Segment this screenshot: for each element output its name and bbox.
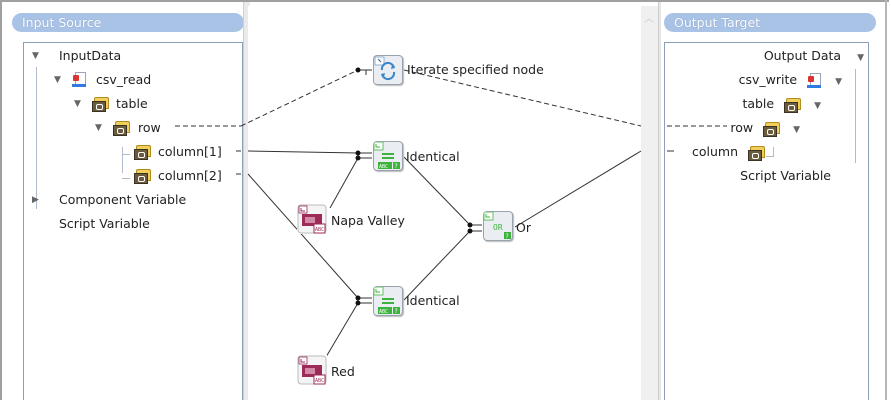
output-target-panel: Output Target Output Data ▼ csv_write ▼ … <box>660 2 887 400</box>
tree-node-label: table <box>116 96 148 111</box>
expand-triangle-icon[interactable]: ▼ <box>95 123 102 133</box>
expand-triangle-icon[interactable]: ▼ <box>835 77 842 87</box>
expand-triangle-icon[interactable]: ▼ <box>793 125 800 135</box>
node-identical-1-label: Identical <box>406 149 460 164</box>
expand-triangle-icon[interactable]: ▼ <box>74 99 81 109</box>
svg-text:ABC: ABC <box>379 164 388 170</box>
tree-node-label: column[2] <box>158 168 222 183</box>
node-identical-2-label: Identical <box>406 293 460 308</box>
tree-guide <box>855 69 856 163</box>
tree-node-label: Script Variable <box>740 168 831 183</box>
tree-guide <box>122 154 130 155</box>
node-red[interactable]: ABC <box>297 355 327 385</box>
expand-triangle-icon[interactable]: ▼ <box>54 75 61 85</box>
window-edge <box>885 0 887 400</box>
node-or[interactable]: OR ? <box>483 211 513 241</box>
right-splitter[interactable] <box>658 2 661 400</box>
csv-file-icon <box>72 72 86 88</box>
canvas-vertical-scrollbar[interactable] <box>641 6 658 400</box>
row-folder-icon <box>113 121 130 136</box>
column-folder-icon <box>748 145 765 161</box>
tree-node-label: Component Variable <box>59 192 187 207</box>
node-napa-valley-label: Napa Valley <box>331 213 405 228</box>
column-folder-icon <box>134 169 151 184</box>
input-source-header: Input Source <box>12 13 244 32</box>
tree-guide <box>122 178 130 179</box>
input-source-panel: Input Source ▼ InputData ▼ csv_read ▼ ta… <box>2 2 246 400</box>
svg-text:?: ? <box>395 308 398 315</box>
constant-string-icon: ABC <box>297 204 327 234</box>
tree-node-label: row <box>138 120 161 135</box>
identical-icon: ABC ? <box>373 141 400 170</box>
svg-text:ABC: ABC <box>315 227 324 233</box>
constant-string-icon: ABC <box>297 355 327 385</box>
svg-text:ABC: ABC <box>315 378 324 384</box>
svg-text:?: ? <box>506 233 509 240</box>
svg-text:ABC: ABC <box>379 309 388 315</box>
tree-node-label: Output Data <box>763 48 842 63</box>
tree-node-label: table <box>742 96 775 111</box>
node-identical-2[interactable]: ABC ? <box>373 286 403 316</box>
tree-node-csv-write[interactable]: csv_write ▼ <box>739 72 842 88</box>
output-tree: Output Data ▼ csv_write ▼ table ▼ row ▼ … <box>664 42 869 400</box>
tree-node-label: csv_read <box>96 72 152 87</box>
node-or-label: Or <box>516 220 531 235</box>
tree-node-output-data[interactable]: Output Data ▼ <box>764 48 864 64</box>
tree-node-script-variable[interactable]: Script Variable <box>740 168 831 184</box>
csv-file-icon <box>807 72 822 89</box>
expand-triangle-icon[interactable]: ▼ <box>814 101 821 111</box>
output-target-header: Output Target <box>664 13 876 32</box>
iterate-icon <box>374 56 396 81</box>
tree-guide <box>122 147 123 173</box>
node-iterate[interactable] <box>373 55 403 85</box>
node-identical-1[interactable]: ABC ? <box>373 141 403 171</box>
node-red-label: Red <box>331 364 355 379</box>
tree-node-label: column[1] <box>158 144 222 159</box>
node-iterate-label: Iterate specified node <box>407 62 544 77</box>
tree-guide <box>36 67 37 209</box>
tree-node-column[interactable]: column <box>692 144 765 161</box>
expand-triangle-icon[interactable]: ▼ <box>32 51 39 61</box>
tree-node-label: csv_write <box>738 72 798 87</box>
tree-node-label: row <box>730 120 754 135</box>
row-folder-icon <box>763 121 781 137</box>
column-folder-icon <box>134 145 151 160</box>
left-splitter[interactable] <box>243 2 250 400</box>
collapse-triangle-icon[interactable]: ▶ <box>32 195 39 205</box>
table-folder-icon <box>784 97 802 113</box>
tree-node-label: InputData <box>59 48 122 63</box>
tree-node-table[interactable]: table ▼ <box>742 96 821 113</box>
scroll-up-icon[interactable]: ︿ <box>644 14 654 25</box>
svg-text:?: ? <box>395 163 398 170</box>
tree-guide <box>773 147 774 157</box>
node-napa-valley[interactable]: ABC <box>297 204 327 234</box>
table-folder-icon <box>92 97 109 112</box>
expand-triangle-icon[interactable]: ▼ <box>857 53 864 63</box>
tree-guide <box>766 156 774 157</box>
svg-text:OR: OR <box>493 223 503 232</box>
tree-node-label: column <box>692 144 739 159</box>
or-logic-icon: OR ? <box>483 211 511 240</box>
tree-node-row[interactable]: row ▼ <box>730 120 800 137</box>
tree-node-label: Script Variable <box>59 216 150 231</box>
input-tree: ▼ InputData ▼ csv_read ▼ table ▼ row col… <box>23 42 243 400</box>
tree-node-script-variable[interactable]: Script Variable <box>59 216 150 232</box>
identical-icon: ABC ? <box>373 286 400 315</box>
